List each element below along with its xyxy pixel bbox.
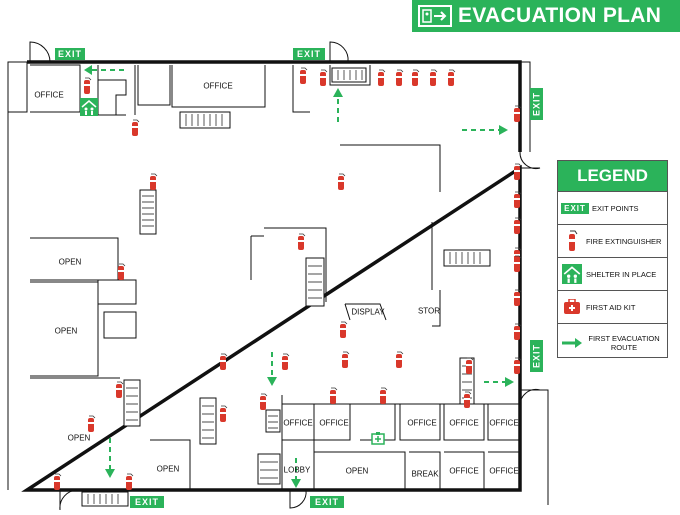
fire-extinguisher-icon — [260, 393, 268, 410]
exit-door-icon — [418, 5, 452, 27]
fire-extinguisher-icon — [338, 173, 346, 190]
legend-item-exit: EXIT EXIT POINTS — [558, 191, 667, 224]
exit-sign-bottom-left: EXIT — [130, 496, 164, 508]
fire-extinguisher-icon — [466, 357, 474, 374]
route-arrow-icon — [558, 337, 586, 349]
fire-extinguisher-icon — [412, 69, 420, 86]
fire-extinguisher-icon — [330, 387, 338, 404]
fire-extinguisher-icon — [514, 163, 522, 180]
legend-item-first-aid: FIRST AID KIT — [558, 290, 667, 323]
fire-extinguisher-icon — [298, 233, 306, 250]
room-office-b5: OFFICE — [489, 418, 519, 428]
fire-extinguisher-icon — [342, 351, 350, 368]
fire-extinguisher-icon — [118, 263, 126, 280]
exit-sign-right-upper: EXIT — [530, 88, 543, 120]
left-annex-wall — [7, 61, 28, 113]
shelter-icon — [80, 98, 98, 116]
room-break: BREAK — [411, 469, 439, 479]
legend-panel: LEGEND EXIT EXIT POINTS FIRE EXTINGUISHE… — [557, 160, 668, 358]
room-office-b7: OFFICE — [489, 466, 519, 476]
office-block-walls — [282, 403, 520, 441]
fire-extinguisher-icon — [282, 353, 290, 370]
fire-extinguisher-icon — [150, 173, 158, 190]
legend-label: SHELTER IN PLACE — [586, 269, 657, 279]
fire-extinguisher-icon — [514, 357, 522, 374]
fire-extinguisher-icon — [320, 69, 328, 86]
fire-extinguisher-icon — [132, 119, 140, 136]
legend-label: FIRST EVACUATION ROUTE — [588, 333, 660, 352]
room-open-1: OPEN — [58, 257, 82, 267]
legend-title: LEGEND — [558, 161, 667, 191]
fire-extinguisher-icon — [116, 381, 124, 398]
fire-extinguisher-icon — [378, 69, 386, 86]
fire-extinguisher-icon — [380, 387, 388, 404]
fire-extinguisher-icon — [448, 69, 456, 86]
exit-sign-top-mid: EXIT — [293, 48, 325, 60]
fire-extinguisher-icon — [514, 217, 522, 234]
office-top-walls — [171, 65, 266, 108]
legend-item-route: FIRST EVACUATION ROUTE — [558, 323, 667, 361]
fire-extinguisher-icon — [220, 405, 228, 422]
fire-extinguisher-icon — [430, 69, 438, 86]
legend-item-shelter: SHELTER IN PLACE — [558, 257, 667, 290]
exit-sign-right-lower: EXIT — [530, 340, 543, 372]
fire-extinguisher-icon — [514, 289, 522, 306]
room-office-b2: OFFICE — [319, 418, 349, 428]
room-office-b4: OFFICE — [449, 418, 479, 428]
first-aid-kit-icon — [558, 299, 586, 315]
room-open-5: OPEN — [345, 466, 369, 476]
legend-item-extinguisher: FIRE EXTINGUISHER — [558, 224, 667, 257]
legend-label: EXIT POINTS — [592, 203, 639, 213]
room-office-b3: OFFICE — [407, 418, 437, 428]
first-aid-kit-icon — [371, 432, 385, 445]
legend-label: FIRST AID KIT — [586, 302, 636, 312]
fire-extinguisher-icon — [300, 67, 308, 84]
room-office-tl: OFFICE — [34, 90, 64, 100]
exit-sign-bottom-mid: EXIT — [310, 496, 344, 508]
room-stor: STOR — [417, 306, 441, 316]
fire-extinguisher-icon — [396, 69, 404, 86]
plan-title: EVACUATION PLAN — [458, 4, 662, 27]
room-office-b1: OFFICE — [283, 418, 313, 428]
fire-extinguisher-icon — [514, 323, 522, 340]
room-open-4: OPEN — [156, 464, 180, 474]
fire-extinguisher-icon — [88, 415, 96, 432]
fire-extinguisher-icon — [220, 353, 228, 370]
fire-extinguisher-icon — [514, 191, 522, 208]
fire-extinguisher-icon — [514, 105, 522, 122]
fire-extinguisher-icon — [558, 229, 586, 253]
exit-sign-icon: EXIT — [561, 202, 589, 214]
exit-sign-top-left: EXIT — [55, 48, 85, 60]
room-office-b6: OFFICE — [449, 466, 479, 476]
fire-extinguisher-icon — [54, 473, 62, 490]
legend-label: FIRE EXTINGUISHER — [586, 236, 662, 246]
room-lobby: LOBBY — [283, 465, 311, 475]
room-open-3: OPEN — [67, 433, 91, 443]
room-office-top: OFFICE — [203, 81, 233, 91]
fire-extinguisher-icon — [340, 321, 348, 338]
fire-extinguisher-icon — [514, 255, 522, 272]
fire-extinguisher-icon — [84, 77, 92, 94]
room-open-2: OPEN — [54, 326, 78, 336]
fire-extinguisher-icon — [464, 391, 472, 408]
room-display: DISPLAY — [351, 307, 385, 317]
title-banner: EVACUATION PLAN — [412, 0, 680, 32]
fire-extinguisher-icon — [126, 473, 134, 490]
shelter-icon — [558, 264, 586, 284]
fire-extinguisher-icon — [396, 351, 404, 368]
office-tl-walls — [30, 64, 81, 113]
